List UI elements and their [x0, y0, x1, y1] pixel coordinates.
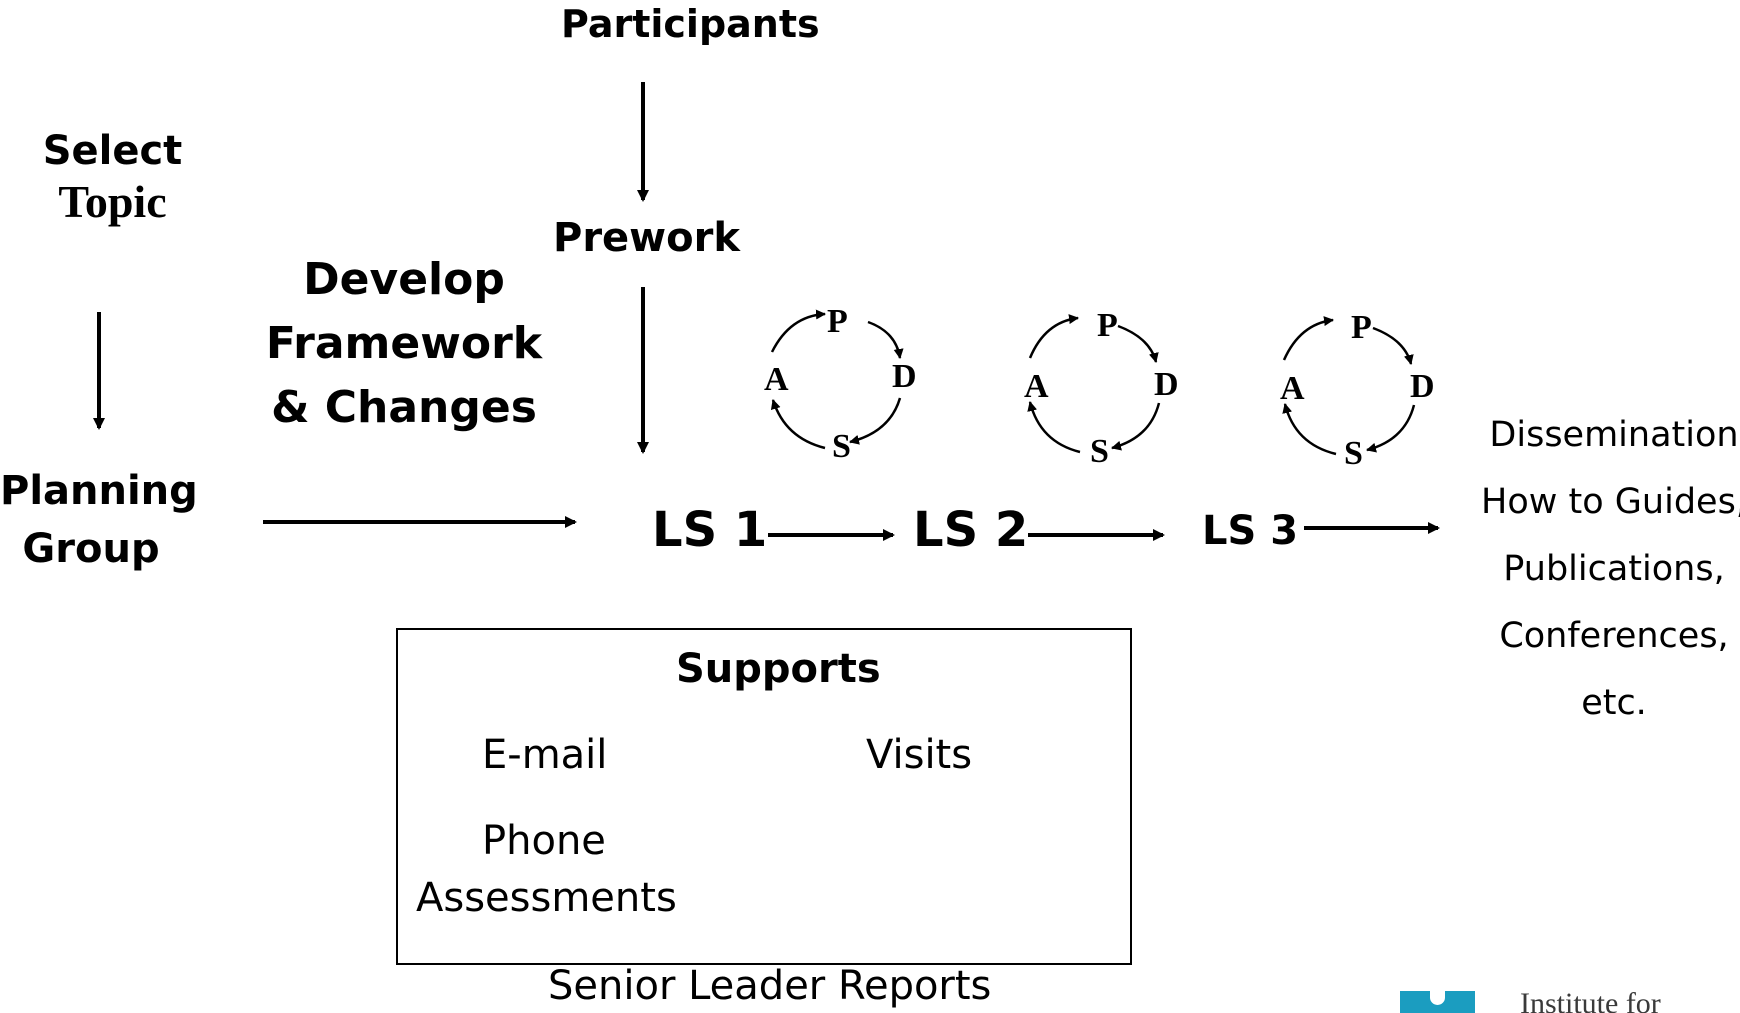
pdsa-act-letter: A — [764, 361, 789, 398]
pdsa-plan-letter: P — [1351, 309, 1372, 346]
develop-line1: Develop — [303, 254, 505, 305]
select-topic-line2: Topic — [58, 176, 167, 227]
pdsa-study-letter: S — [832, 428, 851, 465]
learning-session-1: LS 1 — [652, 502, 768, 558]
logo-mark-icon — [1400, 991, 1475, 1013]
dissemination-line2: How to Guides, — [1481, 482, 1740, 522]
pdsa-cycle-1: P D S A — [760, 300, 930, 464]
support-assessments: Assessments — [416, 875, 677, 921]
supports-box: Supports E-mail Visits Phone Assessments — [396, 628, 1132, 965]
logo-text: Institute for — [1520, 987, 1661, 1013]
pdsa-study-letter: S — [1344, 435, 1363, 472]
support-phone: Phone — [482, 818, 606, 864]
dissemination-line4: Conferences, — [1499, 616, 1729, 656]
pdsa-plan-letter: P — [1097, 307, 1118, 344]
pdsa-do-letter: D — [892, 358, 917, 395]
develop-line3: & Changes — [271, 382, 537, 433]
pdsa-study-letter: S — [1090, 433, 1109, 470]
support-visits: Visits — [866, 732, 973, 778]
participants-label: Participants — [561, 2, 820, 46]
pdsa-do-letter: D — [1410, 368, 1435, 405]
develop-framework-label: Develop Framework & Changes — [260, 248, 548, 440]
pdsa-cycle-3: P D S A — [1274, 306, 1444, 471]
pdsa-arcs-1 — [770, 309, 904, 450]
learning-session-3: LS 3 — [1202, 508, 1299, 554]
planning-line1: Planning — [0, 468, 198, 514]
select-topic-line1: Select — [42, 128, 183, 174]
supports-title: Supports — [676, 646, 881, 692]
develop-line2: Framework — [265, 318, 543, 369]
pdsa-arcs-3 — [1282, 316, 1416, 456]
dissemination-line3: Publications, — [1503, 549, 1725, 589]
dissemination-line5: etc. — [1581, 683, 1647, 723]
pdsa-act-letter: A — [1024, 368, 1049, 405]
support-email: E-mail — [482, 732, 608, 778]
planning-line2: Group — [22, 526, 160, 572]
pdsa-arcs-2 — [1027, 314, 1161, 454]
pdsa-cycle-2: P D S A — [1018, 304, 1188, 469]
senior-leader-reports: Senior Leader Reports — [548, 963, 992, 1009]
dissemination-line1: Dissemination — [1489, 415, 1739, 455]
pdsa-do-letter: D — [1154, 366, 1179, 403]
select-topic-label: Select Topic — [40, 128, 185, 230]
learning-session-2: LS 2 — [913, 502, 1029, 558]
institute-logo: Institute for — [1400, 985, 1740, 1013]
dissemination-list: Dissemination How to Guides, Publication… — [1474, 402, 1740, 737]
planning-group-label: Planning Group — [0, 462, 198, 578]
prework-label: Prework — [553, 215, 740, 261]
pdsa-plan-letter: P — [827, 303, 848, 340]
pdsa-act-letter: A — [1280, 370, 1305, 407]
